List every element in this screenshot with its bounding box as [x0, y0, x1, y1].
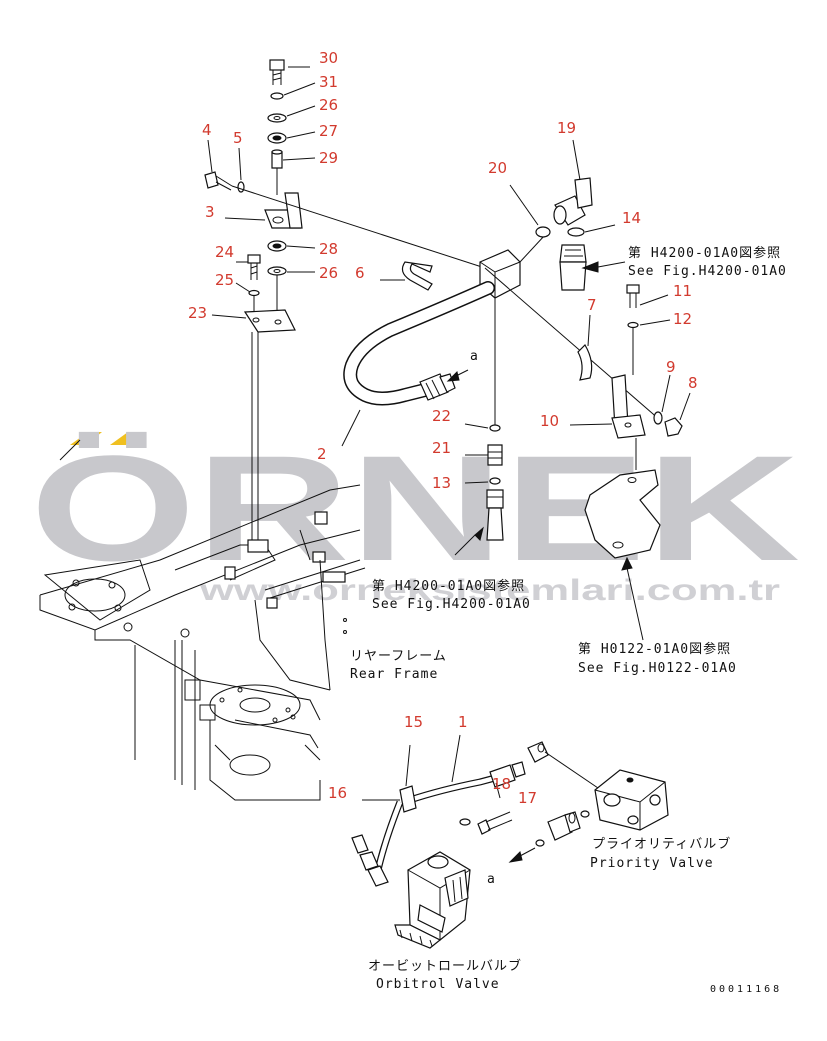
callout-11: 11 — [673, 282, 692, 300]
callout-21: 21 — [432, 439, 451, 457]
o-ring-14 — [567, 227, 585, 237]
bolt-17 — [477, 819, 491, 835]
callout-28: 28 — [319, 240, 338, 258]
washer-12 — [627, 321, 639, 329]
watermark: ÖRNEK www.orneksistemlari.com.tr — [30, 424, 800, 607]
fitting-assembly-center — [454, 424, 504, 556]
plate-ref-h0122 — [584, 469, 661, 559]
bracket-assembly-left — [204, 59, 486, 540]
washer-17 — [459, 818, 471, 826]
callout-3: 3 — [205, 203, 215, 221]
rear-frame-jp: リヤーフレーム — [350, 649, 447, 664]
hose-fitting-ref — [559, 244, 587, 263]
callout-8: 8 — [688, 374, 698, 392]
watermark-url: www.orneksistemlari.com.tr — [199, 574, 781, 607]
ref-h0122-en: See Fig.H0122-01A0 — [578, 661, 737, 676]
washer-5 — [237, 181, 245, 193]
callout-19: 19 — [557, 119, 576, 137]
rear-frame-drawing — [39, 439, 366, 801]
clamp-6 — [401, 261, 433, 291]
fitting-assembly-right — [535, 139, 626, 291]
watermark-accent-right — [110, 432, 142, 445]
reference-labels: 第 H4200-01A0図参照 See Fig.H4200-01A0 第 H42… — [350, 245, 787, 995]
washer-25 — [248, 289, 260, 297]
callout-18: 18 — [492, 775, 511, 793]
callout-20: 20 — [488, 159, 507, 177]
callout-31: 31 — [319, 73, 338, 91]
callout-30: 30 — [319, 49, 338, 67]
lock-washer-31 — [270, 92, 284, 100]
callout-25: 25 — [215, 271, 234, 289]
watermark-brand: ÖRNEK — [30, 424, 800, 592]
orbitrol-valve-en: Orbitrol Valve — [376, 977, 500, 992]
orbitrol-valve-jp: オービットロールバルブ — [368, 958, 522, 974]
bolt-4 — [204, 171, 219, 189]
callout-7: 7 — [587, 296, 597, 314]
clamp-7 — [577, 344, 593, 381]
ref-h4200-mid-jp: 第 H4200-01A0図参照 — [372, 578, 525, 594]
callout-14: 14 — [622, 209, 641, 227]
callout-23: 23 — [188, 304, 207, 322]
washer-9 — [653, 411, 663, 425]
callout-13: 13 — [432, 474, 451, 492]
callout-26: 26 — [319, 264, 338, 282]
callout-1: 1 — [458, 713, 468, 731]
o-ring-13 — [489, 477, 501, 485]
washer-26-lower — [267, 266, 287, 276]
bolt-24 — [247, 254, 261, 264]
callout-12: 12 — [673, 310, 692, 328]
tube-assembly — [343, 234, 661, 425]
ref-h0122-jp: 第 H0122-01A0図参照 — [578, 641, 731, 657]
nut-8 — [664, 417, 683, 437]
callout-17: 17 — [518, 789, 537, 807]
priority-valve-en: Priority Valve — [590, 856, 714, 871]
clamp-15 — [399, 785, 417, 813]
elbow-18 — [527, 741, 549, 763]
callout-4: 4 — [202, 121, 212, 139]
callout-6: 6 — [355, 264, 365, 282]
callout-24: 24 — [215, 243, 234, 261]
callout-15: 15 — [404, 713, 423, 731]
callout-9: 9 — [666, 358, 676, 376]
bracket-assembly-right — [577, 284, 683, 641]
callout-29: 29 — [319, 149, 338, 167]
connector-21 — [487, 444, 503, 466]
callout-2: 2 — [317, 445, 327, 463]
callout-22: 22 — [432, 407, 451, 425]
o-ring-20 — [535, 226, 551, 238]
ref-h4200-top-jp: 第 H4200-01A0図参照 — [628, 245, 781, 261]
callout-10: 10 — [540, 412, 559, 430]
callout-27: 27 — [319, 122, 338, 140]
callout-5: 5 — [233, 129, 243, 147]
callout-16: 16 — [328, 784, 347, 802]
view-a-top: a — [470, 349, 479, 364]
plate-23 — [243, 309, 296, 333]
drawing-code: 00011168 — [710, 984, 782, 995]
leader-lines — [207, 66, 691, 799]
valve-assembly — [351, 741, 669, 949]
view-a-bottom: a — [487, 872, 496, 887]
hose-1-fitting — [489, 764, 516, 788]
callout-numbers: 30 31 26 27 29 4 5 3 28 24 26 25 23 6 20… — [188, 49, 698, 807]
washer-26-top — [267, 113, 287, 123]
priority-valve-jp: プライオリティバルブ — [592, 836, 731, 852]
rear-frame-en: Rear Frame — [350, 667, 438, 682]
view-arrow-top — [446, 369, 469, 382]
ref-h4200-mid-en: See Fig.H4200-01A0 — [372, 597, 531, 612]
callout-26: 26 — [319, 96, 338, 114]
o-ring-22 — [489, 424, 501, 432]
bolt-11 — [626, 284, 640, 294]
bolt-30 — [269, 59, 285, 71]
ref-h4200-top-en: See Fig.H4200-01A0 — [628, 264, 787, 279]
